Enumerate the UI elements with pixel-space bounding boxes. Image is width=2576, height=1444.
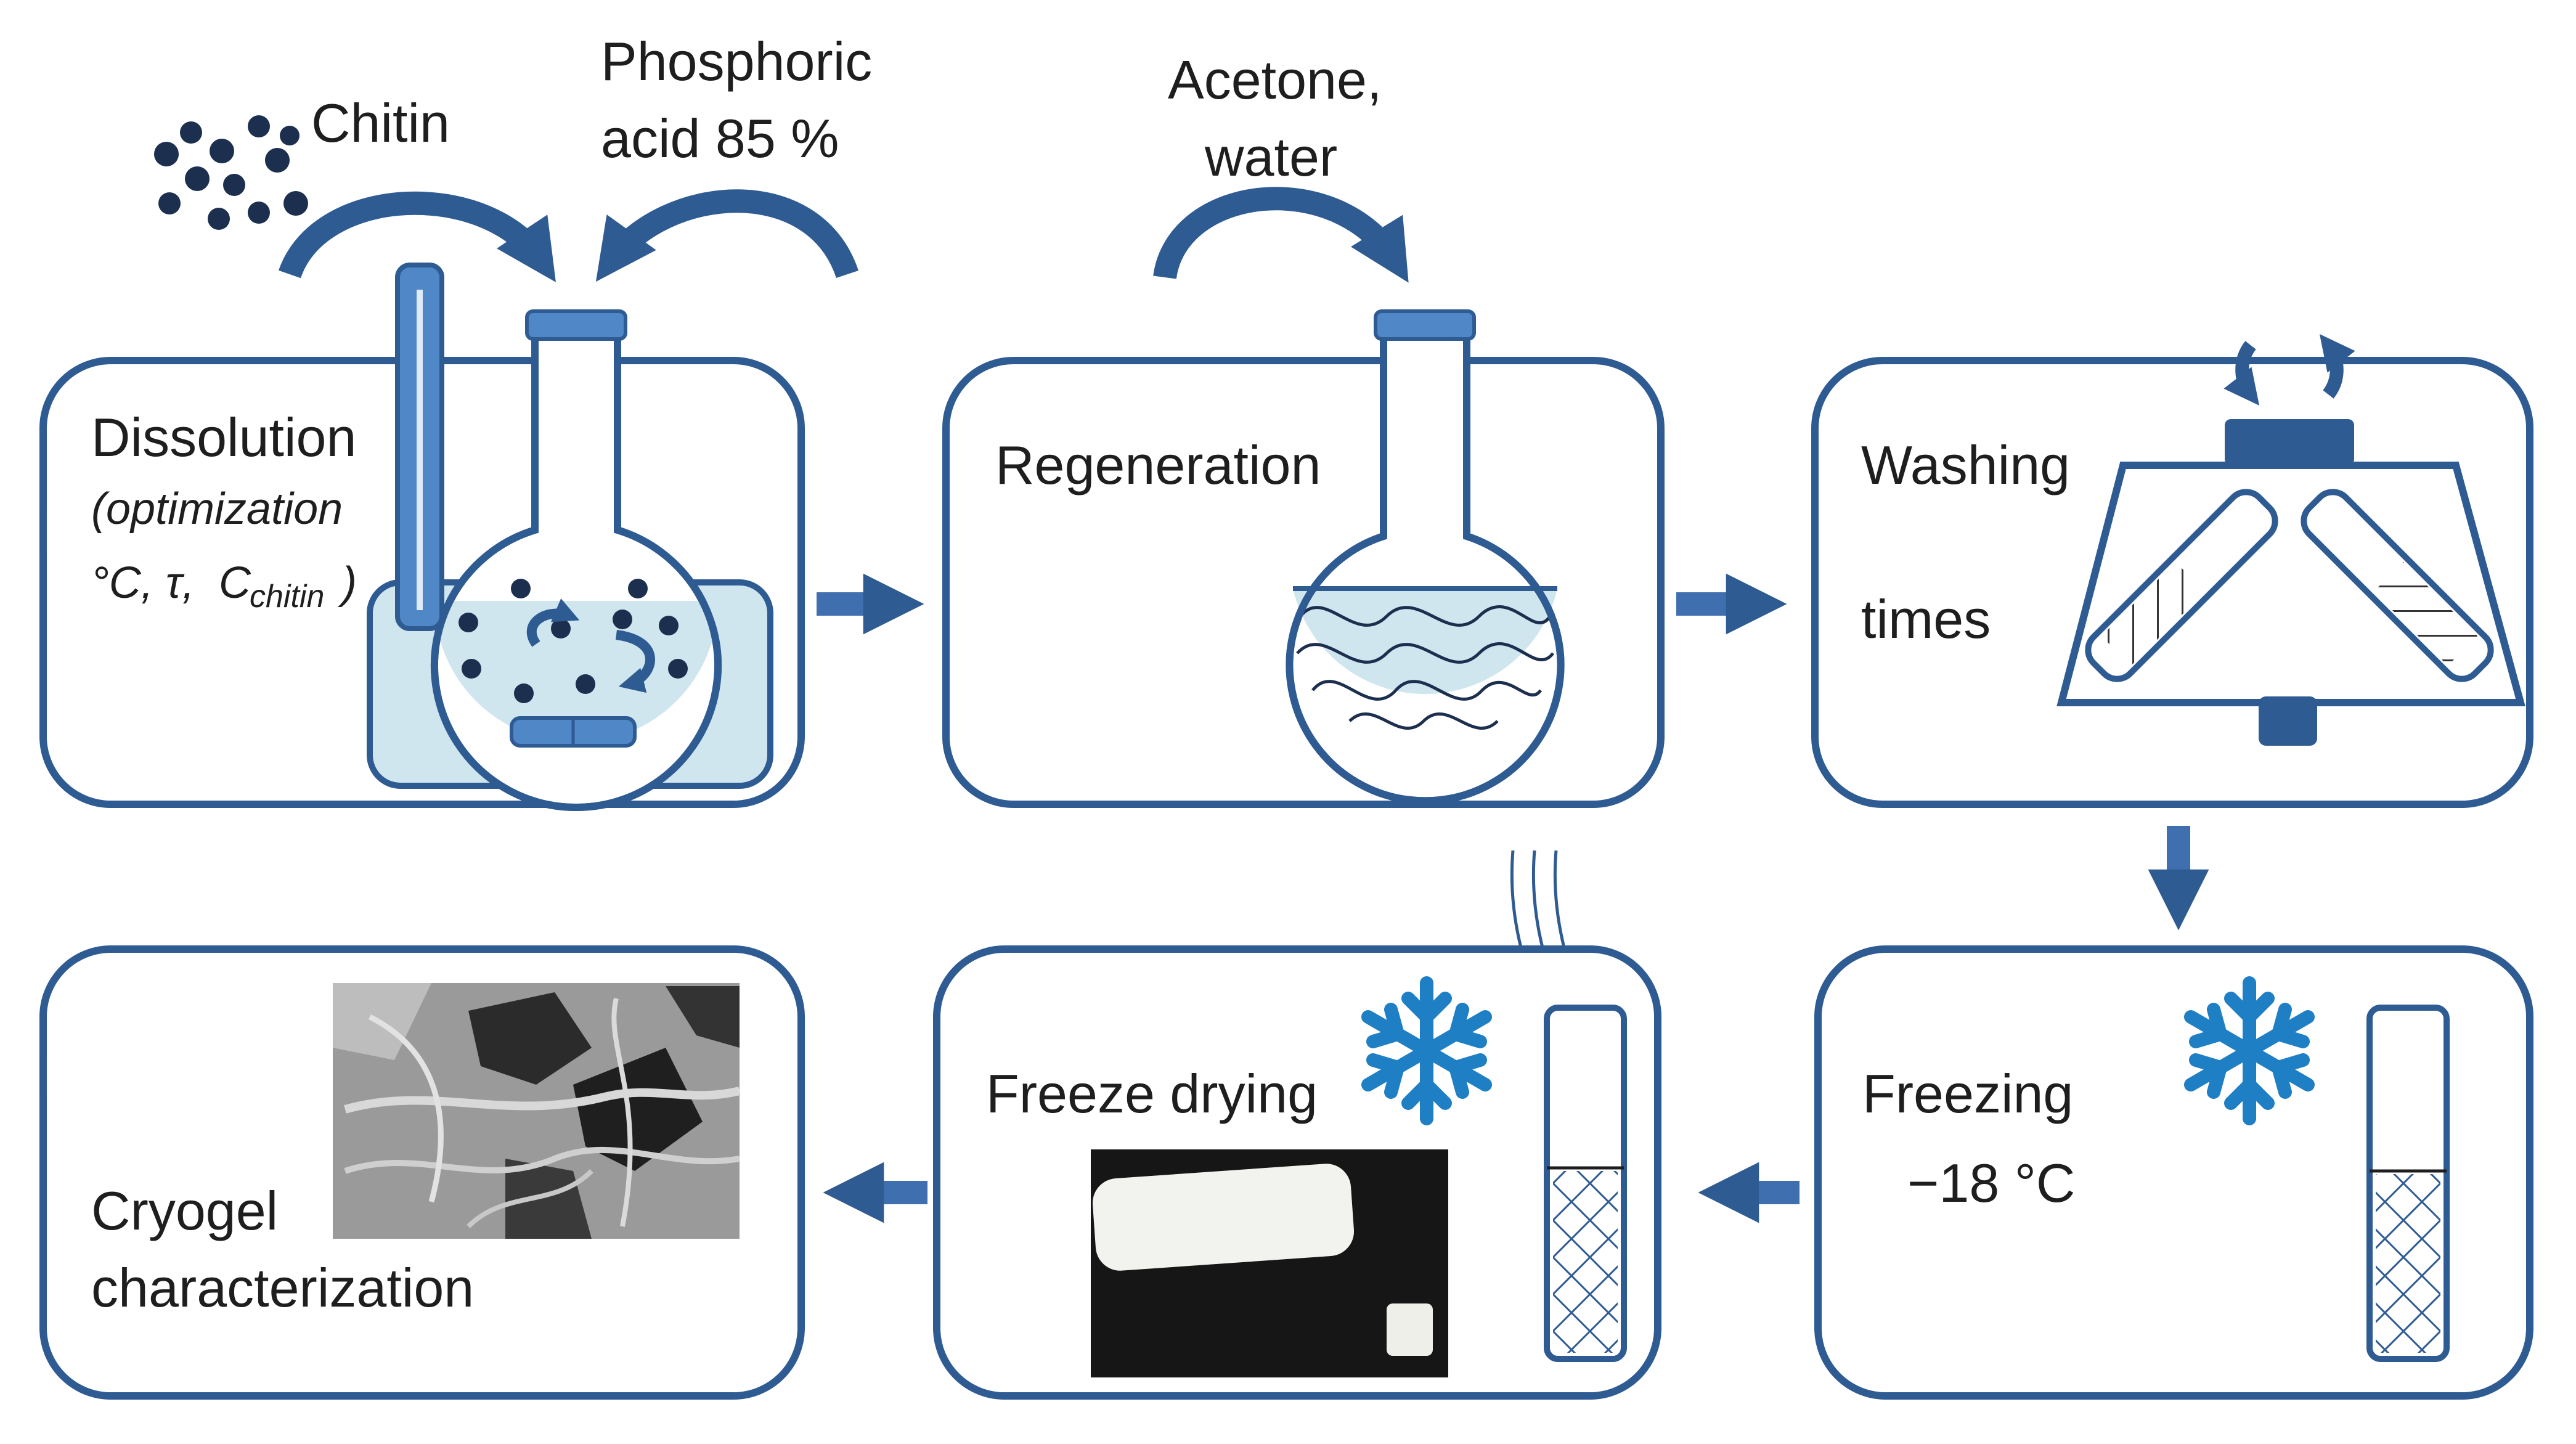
freeze-drying-tube xyxy=(1544,1005,1627,1362)
acid-input-arrow xyxy=(595,189,859,282)
dissolution-note-line2: °C, τ, xyxy=(91,558,195,608)
regeneration-flask xyxy=(1286,309,1565,805)
phosphoric-acid-label-line1: Phosphoric xyxy=(601,31,872,92)
acetone-label-line2: water xyxy=(1204,126,1337,187)
dissolution-note-subscript: chitin xyxy=(250,579,324,614)
regeneration-title: Regeneration xyxy=(995,434,1321,496)
dissolution-flask xyxy=(431,309,722,812)
acetone-label-line1: Acetone, xyxy=(1168,49,1382,110)
chitin-particles xyxy=(154,115,308,230)
centrifuge-icon xyxy=(2056,333,2525,746)
freezing-title: Freezing xyxy=(1862,1063,2073,1124)
freeze-drying-title: Freeze drying xyxy=(986,1063,1318,1124)
freezing-temperature: −18 °C xyxy=(1907,1152,2075,1214)
dissolution-title: Dissolution xyxy=(91,407,356,468)
snowflake-icon xyxy=(2184,976,2315,1125)
dissolution-note-variable: C xyxy=(219,558,251,608)
freezing-box xyxy=(1814,945,2533,1400)
regeneration-box xyxy=(942,357,1665,808)
freezing-tube xyxy=(2366,1005,2450,1362)
acetone-input-arrow xyxy=(1153,187,1409,283)
phosphoric-acid-label-line2: acid 85 % xyxy=(601,108,839,169)
cryogel-sample-photo xyxy=(1091,1149,1448,1377)
sem-micrograph xyxy=(333,983,741,1239)
snowflake-icon xyxy=(1361,976,1492,1125)
characterization-title-line2: characterization xyxy=(91,1257,474,1318)
washing-title: Washing xyxy=(1861,434,2070,496)
dissolution-note-line1: (optimization xyxy=(91,484,343,534)
characterization-title-line1: Cryogel xyxy=(91,1180,278,1241)
chitin-input-arrow xyxy=(279,191,556,282)
washing-subtitle: times xyxy=(1861,589,1991,650)
chitin-label: Chitin xyxy=(311,92,450,153)
